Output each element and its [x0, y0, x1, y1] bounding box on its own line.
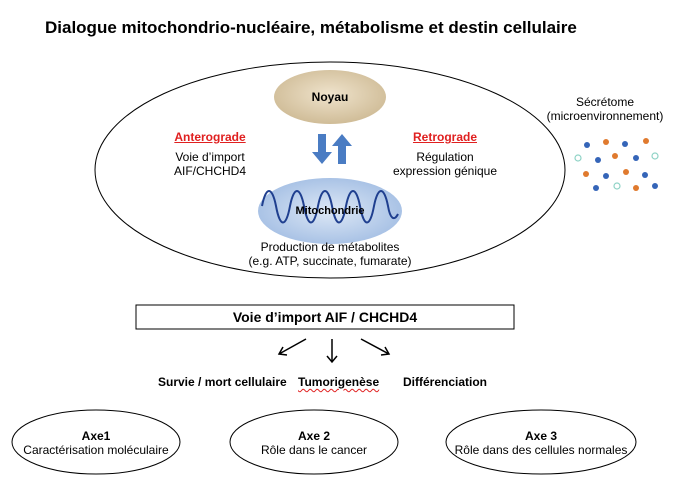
- page-title: Dialogue mitochondrio-nucléaire, métabol…: [45, 18, 577, 37]
- pathway-box-label: Voie d’import AIF / CHCHD4: [232, 309, 418, 325]
- nucleus-shape: [274, 70, 386, 124]
- axe3-ellipse: [445, 409, 637, 475]
- retrograde-line2: expression génique: [392, 164, 498, 178]
- arrow-up-icon: [332, 134, 352, 164]
- axe3-text: Axe 3 Rôle dans des cellules normales: [446, 429, 636, 457]
- axe2-title: Axe 2: [297, 429, 331, 443]
- axe3-title: Axe 3: [524, 429, 558, 443]
- retrograde-line1: Régulation: [416, 150, 474, 164]
- axe1-ellipse: [11, 409, 181, 475]
- outcome-tumorigenesis: Tumorigenèse: [298, 375, 380, 389]
- axe2-desc: Rôle dans le cancer: [260, 443, 368, 457]
- nucleus-label: Noyau: [311, 90, 349, 104]
- axe1-desc: Caractérisation moléculaire: [23, 443, 169, 457]
- outcome-survival: Survie / mort cellulaire: [158, 375, 287, 389]
- anterograde-line2: AIF/CHCHD4: [173, 164, 246, 178]
- secretome-line2: (microenvironnement): [546, 109, 664, 123]
- mitochondrion-cristae: [261, 190, 399, 224]
- metabolites-line1: Production de métabolites: [260, 240, 400, 254]
- axe3-desc: Rôle dans des cellules normales: [454, 443, 628, 457]
- retrograde-block: Retrograde Régulation expression génique: [380, 130, 510, 178]
- metabolites-block: Production de métabolites (e.g. ATP, suc…: [225, 240, 435, 268]
- secretome-block: Sécrétome (microenvironnement): [540, 95, 670, 123]
- outcome-differentiation: Différenciation: [403, 375, 488, 389]
- anterograde-line1: Voie d’import: [175, 150, 245, 164]
- arrow-down-icon: [312, 134, 332, 164]
- secretome-dots: [574, 138, 659, 191]
- pathway-box: [135, 304, 515, 330]
- metabolites-line2: (e.g. ATP, succinate, fumarate): [248, 254, 412, 268]
- anterograde-title: Anterograde: [174, 130, 246, 144]
- axe2-ellipse: [229, 409, 399, 475]
- cell-ellipse: [94, 61, 566, 279]
- mitochondrion-label: Mitochondrie: [295, 205, 365, 217]
- secretome-line1: Sécrétome: [575, 95, 635, 109]
- axe2-text: Axe 2 Rôle dans le cancer: [230, 429, 398, 457]
- anterograde-block: Anterograde Voie d’import AIF/CHCHD4: [155, 130, 265, 178]
- axe1-text: Axe1 Caractérisation moléculaire: [12, 429, 180, 457]
- outcome-arrows: [277, 338, 391, 364]
- retrograde-title: Retrograde: [412, 130, 477, 144]
- axe1-title: Axe1: [81, 429, 111, 443]
